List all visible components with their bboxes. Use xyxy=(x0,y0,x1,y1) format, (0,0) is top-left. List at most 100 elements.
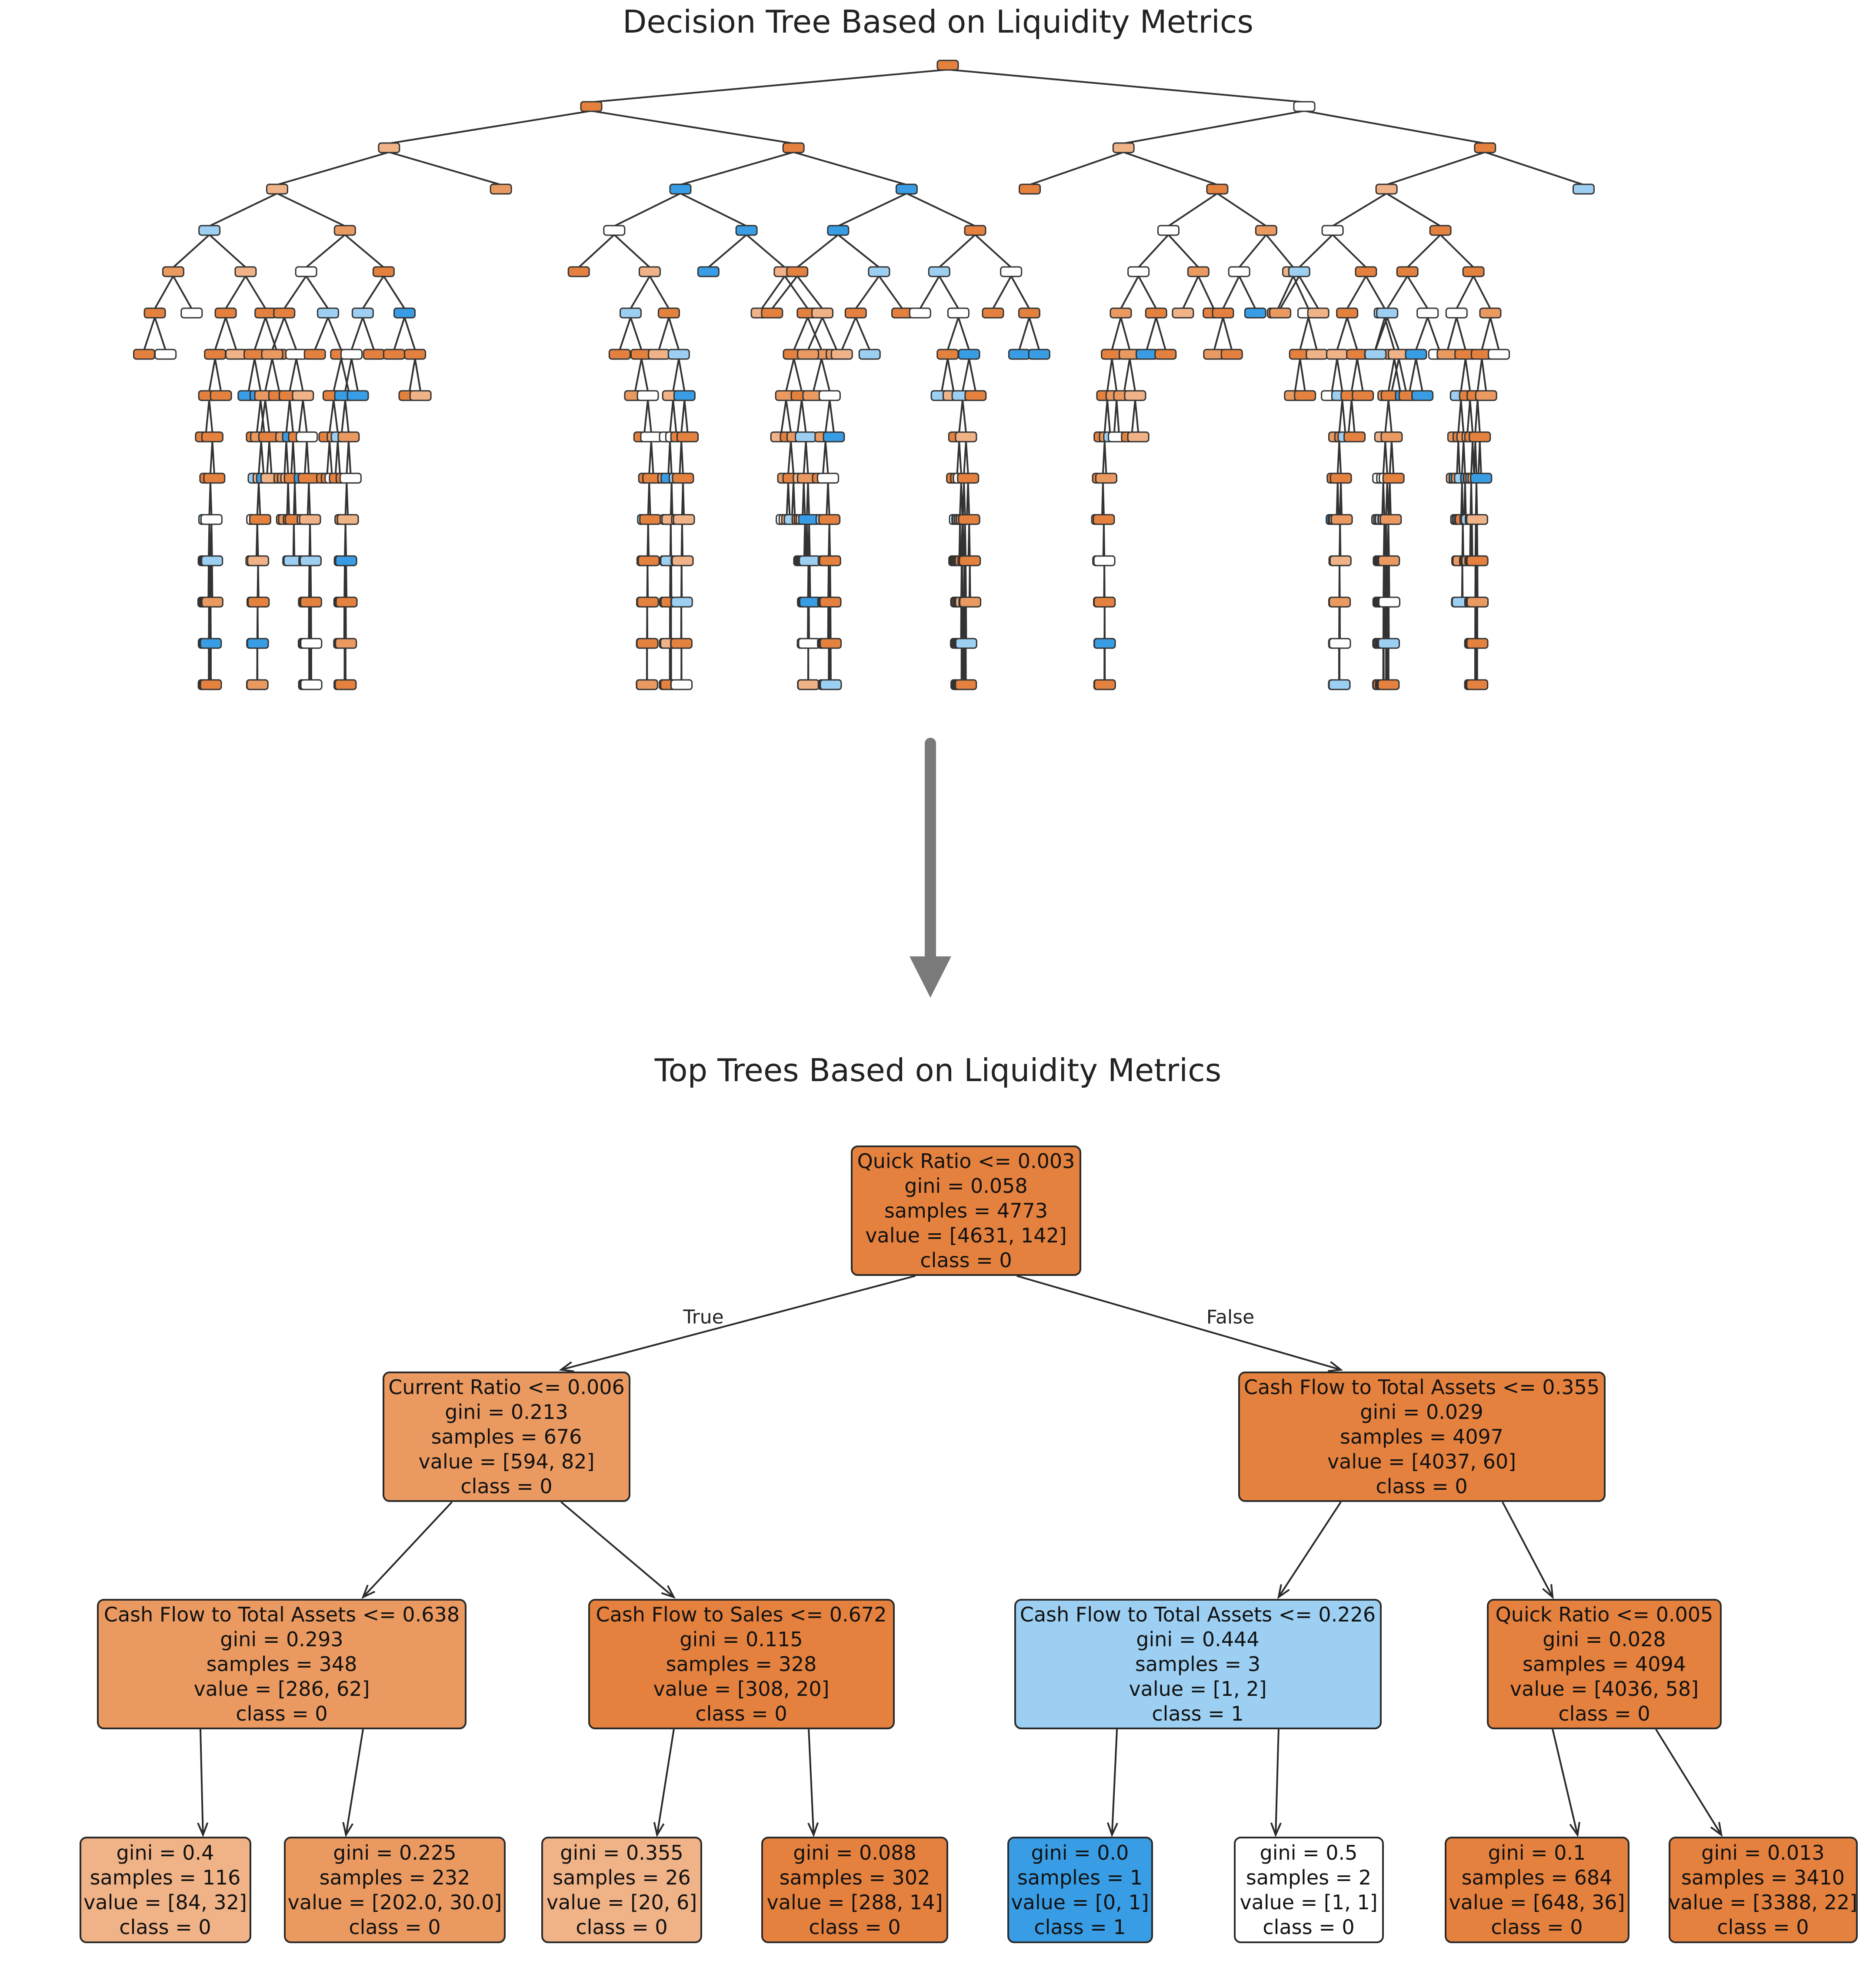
overview-edge xyxy=(670,565,673,598)
overview-edge xyxy=(1340,482,1343,516)
overview-node xyxy=(964,225,986,236)
overview-edge xyxy=(837,193,907,227)
overview-edge xyxy=(1336,482,1340,516)
overview-edge xyxy=(682,482,685,516)
overview-node xyxy=(1112,142,1135,153)
overview-node xyxy=(1380,514,1402,525)
overview-edge xyxy=(1111,358,1118,392)
overview-edge xyxy=(1338,400,1343,433)
overview-node xyxy=(619,307,642,319)
overview-edge xyxy=(257,606,259,639)
overview-edge xyxy=(305,275,329,310)
overview-node xyxy=(818,514,841,525)
overview-node xyxy=(669,183,692,195)
overview-node xyxy=(1330,473,1352,484)
node-text-line: gini = 0.225 xyxy=(333,1841,457,1864)
overview-edge xyxy=(264,358,273,392)
overview-edge xyxy=(277,193,346,227)
overview-node xyxy=(1405,349,1427,360)
overview-edge xyxy=(1197,276,1215,309)
overview-edge xyxy=(310,565,312,598)
overview-node xyxy=(1572,183,1595,195)
tree-edge-arrowhead xyxy=(1569,1822,1580,1838)
overview-node xyxy=(1127,266,1150,277)
overview-edge xyxy=(1356,358,1364,392)
overview-edge xyxy=(1463,441,1466,474)
tree-edge xyxy=(1655,1728,1723,1836)
overview-node xyxy=(637,555,660,566)
overview-edge xyxy=(680,441,684,474)
overview-edge xyxy=(341,400,346,433)
node-text-line: class = 0 xyxy=(1263,1915,1355,1939)
overview-node xyxy=(638,266,661,277)
overview-edge xyxy=(298,400,304,433)
overview-edge xyxy=(1129,358,1136,392)
node-text-line: class = 0 xyxy=(1491,1915,1583,1939)
tree-edge-arrowhead xyxy=(661,1585,676,1599)
overview-node xyxy=(909,307,931,319)
node-text-line: samples = 3410 xyxy=(1681,1865,1845,1889)
node-text-line: class = 1 xyxy=(1034,1915,1126,1939)
overview-edge xyxy=(1457,400,1462,433)
node-text-line: class = 0 xyxy=(809,1915,901,1939)
overview-edge xyxy=(350,358,359,392)
overview-node xyxy=(1269,307,1292,319)
overview-node xyxy=(409,390,432,401)
overview-edge xyxy=(1387,358,1396,392)
overview-edge xyxy=(211,565,213,598)
overview-edge xyxy=(1384,441,1388,474)
overview-edge xyxy=(1387,523,1390,557)
overview-edge xyxy=(208,523,211,557)
overview-edge xyxy=(1336,317,1348,350)
overview-edge xyxy=(824,400,831,433)
overview-node xyxy=(404,349,427,360)
overview-edge xyxy=(344,234,384,268)
overview-edge xyxy=(827,482,830,516)
overview-edge xyxy=(1116,400,1120,433)
overview-node xyxy=(1321,225,1344,236)
overview-edge xyxy=(1155,317,1166,350)
overview-edge xyxy=(1238,234,1267,268)
overview-edge xyxy=(1167,234,1199,268)
overview-node xyxy=(1145,307,1167,319)
overview-edge xyxy=(1476,358,1483,392)
overview-edge xyxy=(837,234,880,268)
overview-node xyxy=(1110,307,1132,319)
tree-edge xyxy=(345,1729,364,1835)
overview-edge xyxy=(328,441,333,474)
overview-edge xyxy=(821,317,838,350)
overview-edge xyxy=(746,234,786,268)
overview-node xyxy=(1352,390,1374,401)
overview-node xyxy=(868,266,890,277)
overview-edge xyxy=(591,110,794,144)
overview-edge xyxy=(344,400,350,433)
overview-node xyxy=(266,183,288,195)
overview-edge xyxy=(1350,358,1358,392)
overview-node xyxy=(820,638,842,649)
overview-node xyxy=(823,431,845,443)
overview-node xyxy=(670,596,693,608)
overview-edge xyxy=(1106,400,1111,433)
overview-edge xyxy=(1106,358,1113,392)
overview-edge xyxy=(260,441,265,474)
overview-edge xyxy=(214,317,227,350)
overview-edge xyxy=(1341,400,1346,433)
overview-node xyxy=(676,431,699,443)
overview-edge xyxy=(209,193,278,227)
overview-edge xyxy=(669,400,674,433)
overview-node xyxy=(200,679,222,690)
overview-node xyxy=(830,349,853,360)
overview-edge xyxy=(1213,317,1224,350)
overview-node xyxy=(261,349,283,360)
node-text-line: gini = 0.5 xyxy=(1260,1841,1358,1864)
overview-edge xyxy=(1350,400,1356,433)
overview-edge xyxy=(305,234,346,268)
overview-node xyxy=(351,307,374,319)
overview-edge xyxy=(1485,151,1584,186)
overview-edge xyxy=(761,275,786,310)
overview-edge xyxy=(1010,276,1030,309)
overview-node xyxy=(1000,266,1023,277)
